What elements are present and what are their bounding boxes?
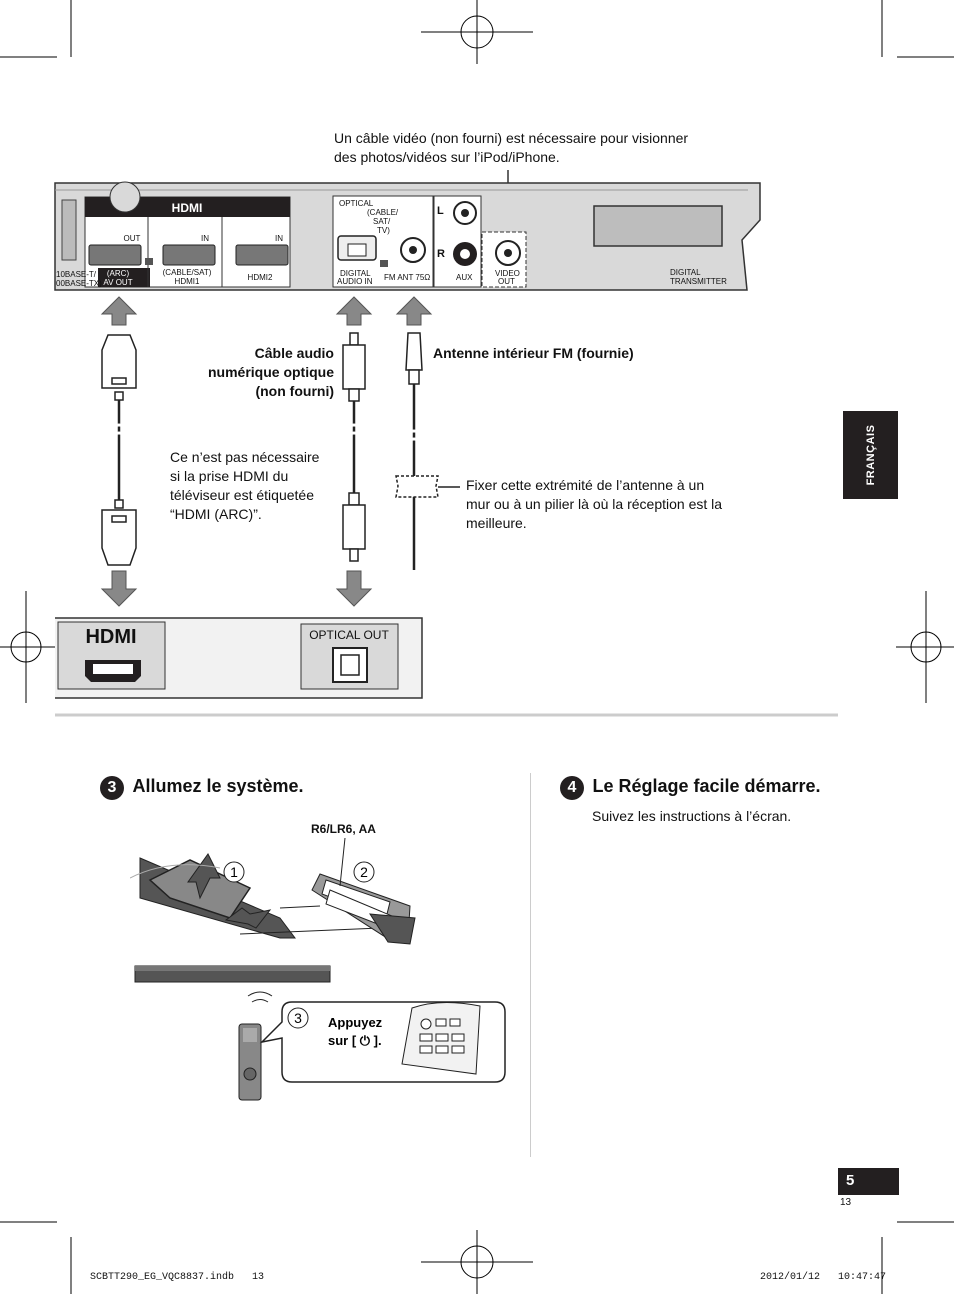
digital-transmitter-label-1: DIGITAL — [670, 268, 701, 277]
page-number: 5 — [846, 1172, 855, 1189]
arc-label: (ARC) — [107, 269, 130, 278]
hdmi-cable — [101, 334, 137, 566]
hdmi-in2-label: IN — [275, 234, 283, 243]
optical-tv-label: TV) — [377, 226, 390, 235]
step3-title: Allumez le système. — [132, 776, 304, 797]
note-line: Ce n’est pas nécessaire — [170, 449, 320, 465]
page-number-box: 5 — [838, 1168, 899, 1195]
av-out-label: AV OUT — [103, 278, 132, 287]
video-cable-note: Un câble vidéo (non fourni) est nécessai… — [334, 129, 754, 167]
step3-heading: 3 Allumez le système. — [100, 776, 304, 800]
label-line: (non fourni) — [255, 383, 334, 399]
remote-closeup — [401, 1001, 481, 1075]
remote-battery-cover — [130, 853, 296, 939]
optical-cable — [342, 332, 366, 562]
down-arrows — [100, 570, 373, 607]
antenna-note: Fixer cette extrémité de l’antenne à un … — [466, 476, 766, 533]
audio-in-label: AUDIO IN — [337, 277, 373, 286]
label-line: numérique optique — [208, 364, 334, 380]
tv-panel: HDMI OPTICAL OUT — [55, 617, 423, 699]
right-label: R — [437, 248, 445, 260]
tv-hdmi-logo: HDMI — [85, 626, 136, 648]
footer-date: 2012/01/12 10:47:47 — [760, 1272, 887, 1283]
optical-sat-label: SAT/ — [373, 217, 391, 226]
hdmi-in1-label: IN — [201, 234, 209, 243]
label-line: Câble audio — [254, 345, 334, 361]
column-divider — [530, 773, 531, 1157]
fm-antenna-cable — [395, 332, 460, 570]
optical-out-label: OPTICAL OUT — [309, 628, 389, 642]
digital-transmitter-label-2: TRANSMITTER — [670, 277, 727, 286]
hdmi2-label: HDMI2 — [248, 273, 273, 282]
video-out-label: OUT — [498, 277, 515, 286]
circle-1: 1 — [230, 864, 238, 880]
note-line: Fixer cette extrémité de l’antenne à un — [466, 477, 705, 493]
step4-subtitle: Suivez les instructions à l’écran. — [592, 808, 792, 824]
optical-label: OPTICAL — [339, 199, 374, 208]
hdmi-out-label: OUT — [124, 234, 141, 243]
left-label: L — [437, 205, 444, 217]
step3-illustration: 1 2 3 Appuyez sur [ ⏻ ]. — [130, 838, 506, 1101]
hdmi1-label: HDMI1 — [175, 277, 200, 286]
note-line: Un câble vidéo (non fourni) est nécessai… — [334, 130, 689, 146]
fm-antenna-label: Antenne intérieur FM (fournie) — [433, 345, 634, 361]
note-line: si la prise HDMI du — [170, 468, 289, 484]
battery-label: R6/LR6, AA — [311, 822, 376, 836]
optical-cable-label: Câble audio numérique optique (non fourn… — [190, 344, 334, 401]
lan-label-2: 00BASE-TX) — [56, 279, 102, 288]
main-unit-panel — [54, 181, 761, 291]
press-line-2: sur [ ⏻ ]. — [328, 1033, 382, 1048]
hdmi-logo: HDMI — [172, 201, 203, 215]
digital-label: DIGITAL — [340, 269, 371, 278]
aux-label: AUX — [456, 273, 473, 282]
circle-3: 3 — [294, 1010, 302, 1026]
press-line-1: Appuyez — [328, 1015, 383, 1030]
note-line: mur ou à un pilier là où la réception es… — [466, 496, 723, 512]
connection-diagram: HDMI OUT IN IN (ARC) AV OUT (CABLE/SAT) … — [54, 170, 838, 717]
note-line: des photos/vidéos sur l’iPod/iPhone. — [334, 149, 560, 165]
cable-sat-label: (CABLE/SAT) — [163, 268, 212, 277]
step4-title: Le Réglage facile démarre. — [592, 776, 821, 797]
lan-label-1: 10BASE-T/ — [56, 270, 97, 279]
optical-cable-label: (CABLE/ — [367, 208, 399, 217]
video-label: VIDEO — [495, 269, 520, 278]
note-line: meilleure. — [466, 515, 527, 531]
remote-with-batteries — [311, 873, 416, 945]
step4-heading: 4 Le Réglage facile démarre. — [560, 776, 821, 800]
step3-number: 3 — [100, 776, 124, 800]
fm-ant-label: FM ANT 75Ω — [384, 273, 430, 282]
hdmi-arc-note: Ce n’est pas nécessaire si la prise HDMI… — [170, 448, 340, 524]
note-line: “HDMI (ARC)”. — [170, 506, 262, 522]
footer-file: SCBTT290_EG_VQC8837.indb 13 — [90, 1272, 265, 1283]
note-line: téléviseur est étiquetée — [170, 487, 314, 503]
language-tab: FRANÇAIS — [843, 411, 898, 499]
page-small-number: 13 — [840, 1197, 852, 1208]
remote-control — [238, 991, 273, 1101]
step4-number: 4 — [560, 776, 584, 800]
circle-2: 2 — [360, 864, 368, 880]
up-arrows — [100, 296, 433, 326]
